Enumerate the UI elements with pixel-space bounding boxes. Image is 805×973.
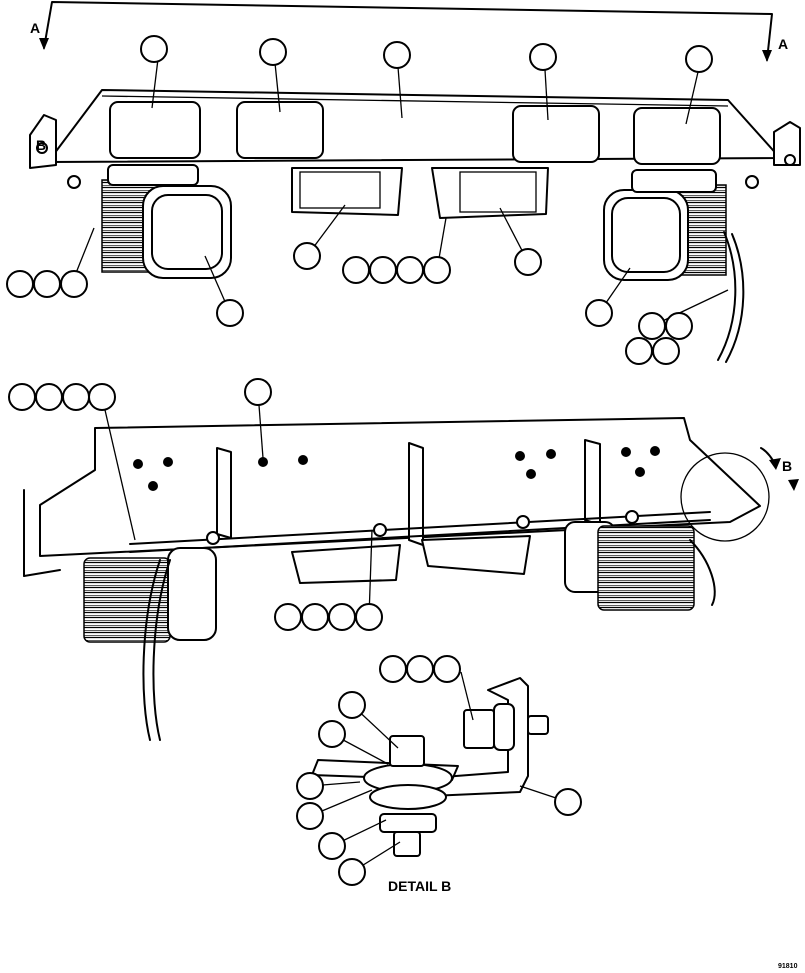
detail-marker-b: B (782, 458, 792, 474)
callouts-rear-view (8, 378, 383, 631)
detail-b-marker (680, 447, 799, 542)
figure-code: 91810 (778, 963, 798, 970)
bracket-label-b: B (36, 137, 46, 153)
detail-caption: DETAIL B (388, 878, 451, 894)
view-marker-a-left: A (30, 20, 40, 36)
light-bar-rear-view (23, 417, 761, 741)
callouts-view-a (6, 35, 729, 365)
view-a-section-line (39, 1, 773, 62)
callouts-detail-b (296, 655, 582, 886)
light-bar-top-view (29, 89, 801, 363)
view-marker-a-right: A (778, 36, 788, 52)
